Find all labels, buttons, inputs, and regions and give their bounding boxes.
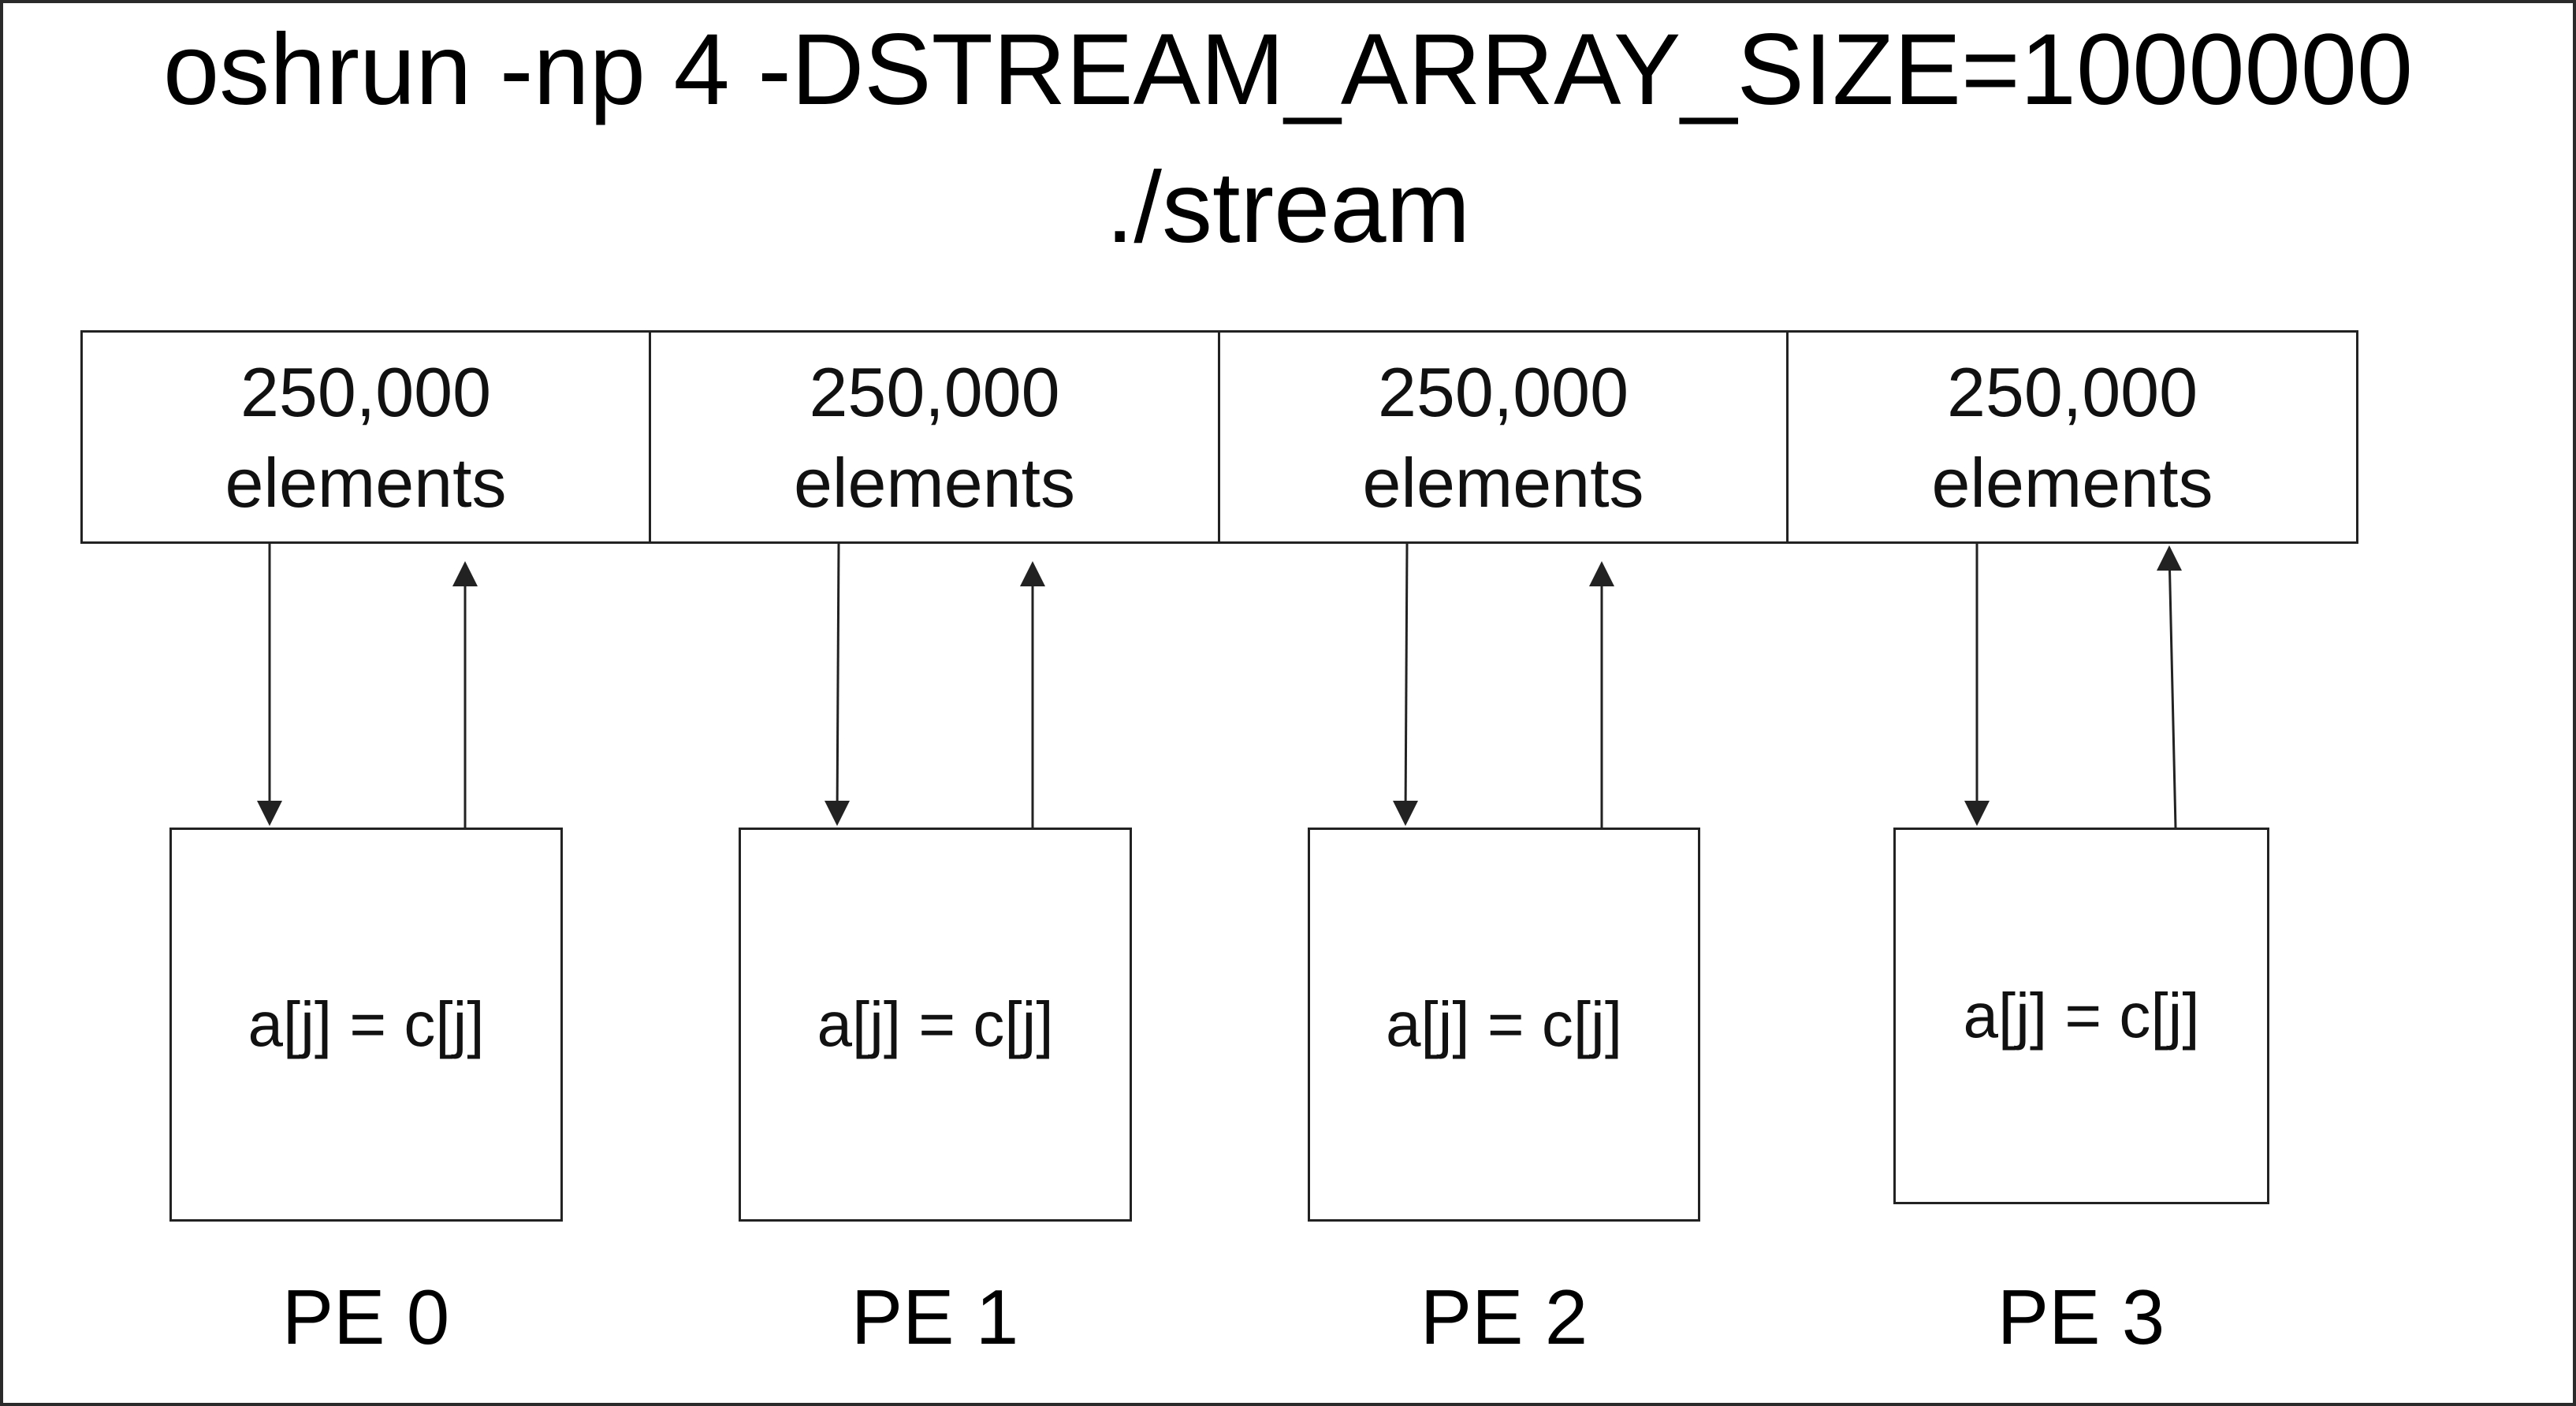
pe-operation: a[j] = c[j]	[1963, 980, 2200, 1051]
pe-operation: a[j] = c[j]	[1385, 989, 1623, 1059]
read-arrow-pe2	[1404, 543, 1409, 820]
array-segment-1: 250,000 elements	[649, 330, 1220, 544]
pe-label-1: PE 1	[851, 1274, 1019, 1360]
pe-box-0: a[j] = c[j]	[169, 828, 563, 1222]
pe-box-2: a[j] = c[j]	[1308, 828, 1700, 1222]
segment-count: 250,000	[1377, 352, 1629, 431]
segment-unit: elements	[1362, 443, 1644, 522]
array-segment-3: 250,000 elements	[1786, 330, 2358, 544]
read-arrow-pe1	[836, 543, 840, 820]
segment-unit: elements	[225, 443, 507, 522]
command-title-line-2: ./stream	[1105, 151, 1471, 264]
pe-label-2: PE 2	[1420, 1274, 1588, 1360]
segment-unit: elements	[793, 443, 1076, 522]
array-segment-0: 250,000 elements	[80, 330, 651, 544]
pe-label-3: PE 3	[1997, 1274, 2165, 1360]
pe-operation: a[j] = c[j]	[817, 989, 1054, 1059]
segment-count: 250,000	[809, 352, 1060, 431]
pe-box-3: a[j] = c[j]	[1893, 828, 2269, 1204]
pe-box-1: a[j] = c[j]	[739, 828, 1132, 1222]
pe-label-0: PE 0	[281, 1274, 450, 1360]
segment-count: 250,000	[240, 352, 492, 431]
command-title-line-1: oshrun -np 4 -DSTREAM_ARRAY_SIZE=1000000	[162, 13, 2414, 126]
write-arrow-pe3	[2168, 551, 2177, 828]
segment-unit: elements	[1931, 443, 2213, 522]
segment-count: 250,000	[1946, 352, 2198, 431]
pe-operation: a[j] = c[j]	[248, 989, 485, 1059]
array-segment-2: 250,000 elements	[1218, 330, 1789, 544]
